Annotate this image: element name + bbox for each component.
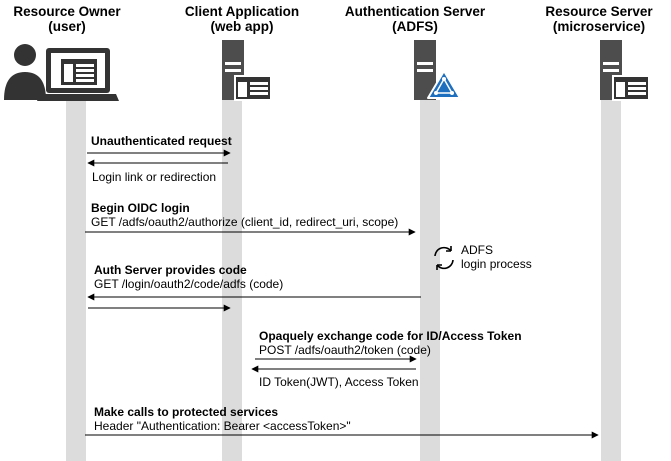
participant-title-client-application: Client Application (web app) — [157, 4, 327, 34]
participant-title-resource-owner: Resource Owner (user) — [0, 4, 152, 34]
process-line: ADFS — [461, 243, 494, 257]
participant-name: Client Application — [184, 4, 300, 19]
message-label: Begin OIDC login — [91, 201, 190, 215]
participant-name: Authentication Server — [344, 4, 486, 19]
message-auth-code: Auth Server provides code GET /login/oau… — [94, 263, 283, 291]
participant-title-authentication-server: Authentication Server (ADFS) — [330, 4, 500, 34]
message-detail: POST /adfs/oauth2/token (code) — [259, 343, 431, 357]
server-adfs-icon — [414, 40, 461, 100]
message-detail: ID Token(JWT), Access Token — [259, 375, 419, 389]
lifeline-resource-server — [601, 100, 621, 461]
process-label: ADFS login process — [461, 243, 532, 271]
message-protected-calls: Make calls to protected services Header … — [94, 405, 351, 433]
participant-title-resource-server: Resource Server (microservice) — [514, 4, 671, 34]
message-label: Auth Server provides code — [94, 263, 247, 277]
message-detail: GET /login/oauth2/code/adfs (code) — [94, 277, 284, 291]
participant-name: Resource Owner — [13, 4, 121, 19]
lifeline-client-application — [222, 100, 242, 461]
refresh-cycle-icon — [434, 246, 454, 270]
participant-role: (microservice) — [552, 19, 646, 34]
message-exchange-code: Opaquely exchange code for ID/Access Tok… — [259, 329, 522, 357]
participant-role: (user) — [48, 19, 86, 34]
message-label: Unauthenticated request — [91, 134, 232, 148]
process-line: login process — [461, 257, 532, 271]
message-detail: Header "Authentication: Bearer <accessTo… — [94, 419, 351, 433]
server-icon — [222, 40, 272, 101]
message-detail: GET /adfs/oauth2/authorize (client_id, r… — [91, 215, 399, 229]
lifeline-authentication-server — [420, 100, 440, 461]
lifeline-resource-owner — [66, 100, 86, 461]
server-icon — [600, 40, 650, 101]
message-label: Make calls to protected services — [94, 405, 279, 419]
participant-role: (ADFS) — [392, 19, 438, 34]
message-begin-oidc: Begin OIDC login GET /adfs/oauth2/author… — [91, 201, 398, 229]
participant-name: Resource Server — [545, 4, 653, 19]
message-label: Opaquely exchange code for ID/Access Tok… — [259, 329, 522, 343]
user-laptop-icon — [4, 44, 119, 101]
message-detail: Login link or redirection — [92, 170, 217, 184]
participant-role: (web app) — [210, 19, 274, 34]
